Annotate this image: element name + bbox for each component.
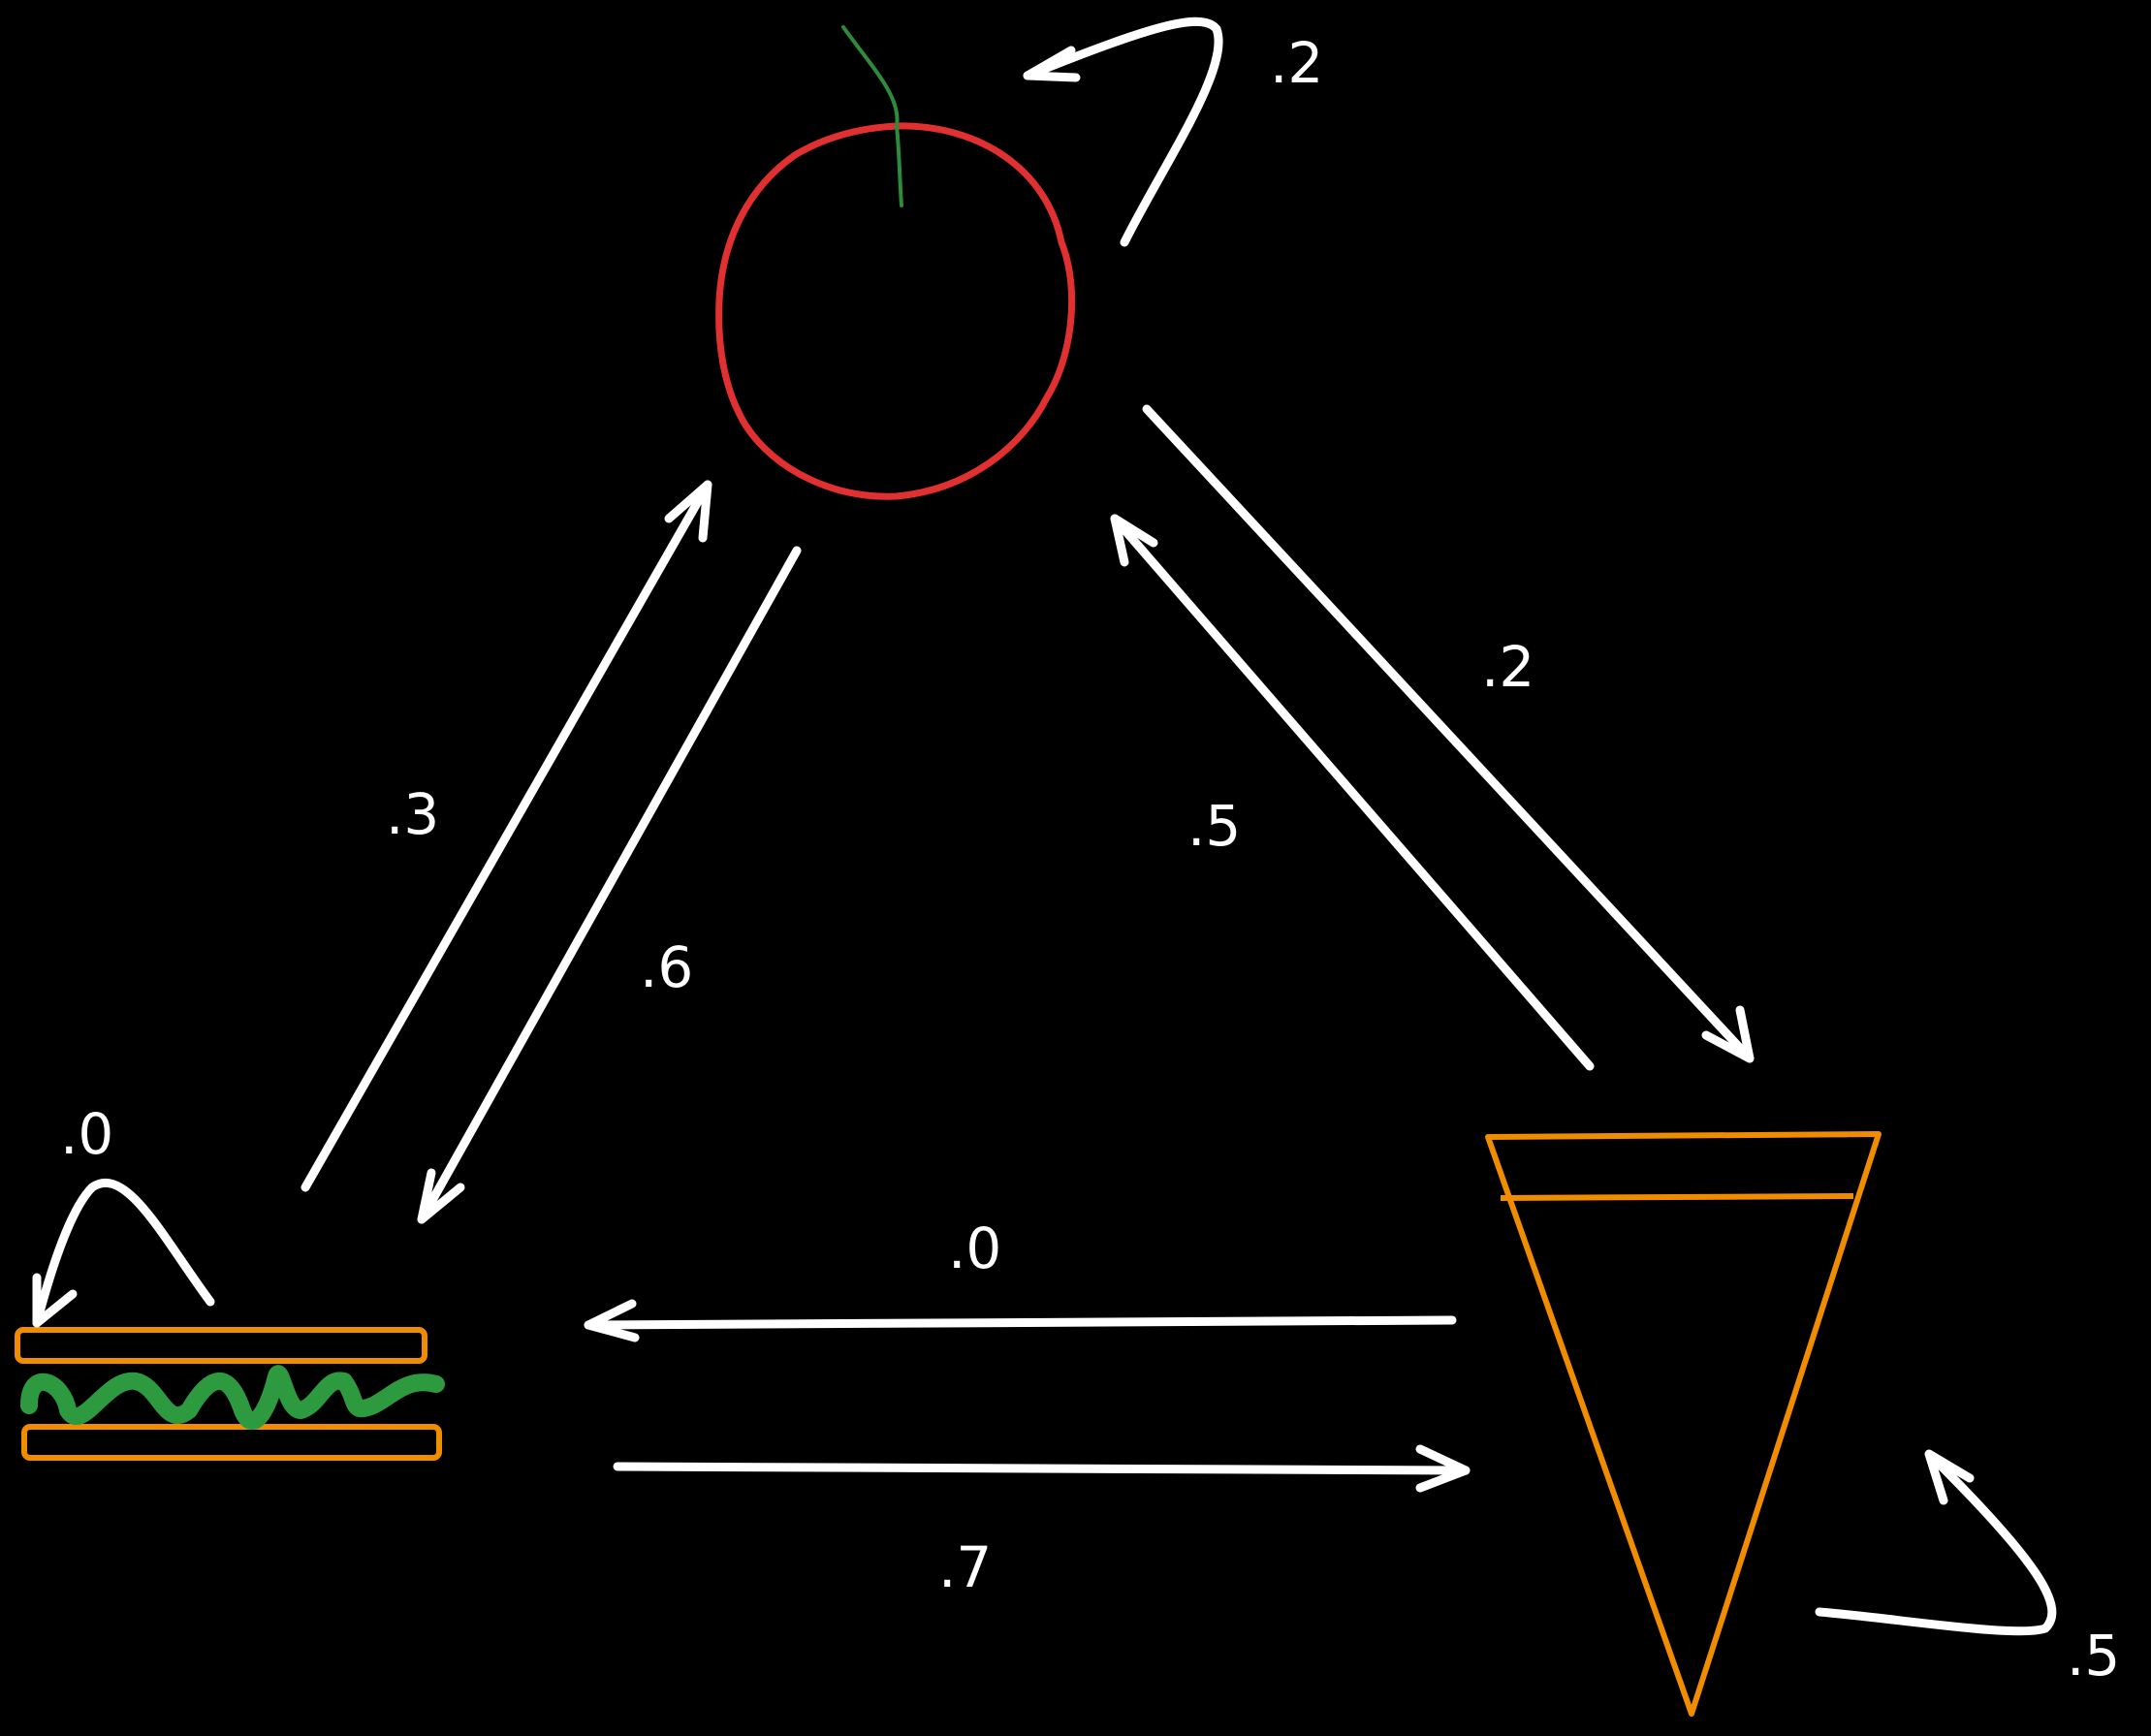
arrow-apple-to-sandwich bbox=[417, 546, 802, 1224]
edge-label-cone-to-apple: .5 bbox=[1187, 793, 1241, 859]
ice-cream-cone-icon bbox=[1485, 1131, 1882, 1717]
edge-label-sandwich-to-cone: .7 bbox=[938, 1534, 992, 1600]
edge-label-cone-to-sandwich: .0 bbox=[948, 1215, 1001, 1281]
arrow-sandwich-to-cone bbox=[613, 1444, 1471, 1493]
arrow-apple-self bbox=[1023, 16, 1223, 247]
sandwich-lettuce bbox=[20, 1365, 445, 1430]
edge-label-apple-to-cone: .2 bbox=[1481, 634, 1534, 700]
arrow-sandwich-self bbox=[32, 1178, 215, 1328]
edge-label-sandwich-self: .0 bbox=[60, 1101, 113, 1167]
arrow-cone-to-sandwich bbox=[584, 1299, 1457, 1342]
sandwich-top-bread bbox=[15, 1327, 427, 1364]
edge-label-sandwich-to-apple: .3 bbox=[386, 781, 439, 847]
cone-rim-line bbox=[1500, 1193, 1854, 1201]
arrow-cone-self bbox=[1815, 1449, 2057, 1636]
sandwich-icon bbox=[15, 1327, 445, 1461]
edge-label-apple-to-sandwich: .6 bbox=[640, 934, 693, 1000]
sandwich-bottom-bread bbox=[21, 1424, 442, 1461]
apple-stem bbox=[841, 25, 903, 207]
apple-icon bbox=[715, 25, 1076, 500]
arrow-sandwich-to-apple bbox=[301, 480, 712, 1192]
arrow-apple-to-cone bbox=[1142, 404, 1755, 1063]
edge-label-cone-self: .5 bbox=[2067, 1623, 2120, 1689]
edge-label-apple-self: .2 bbox=[1270, 30, 1323, 96]
arrow-cone-to-apple bbox=[1110, 514, 1595, 1071]
